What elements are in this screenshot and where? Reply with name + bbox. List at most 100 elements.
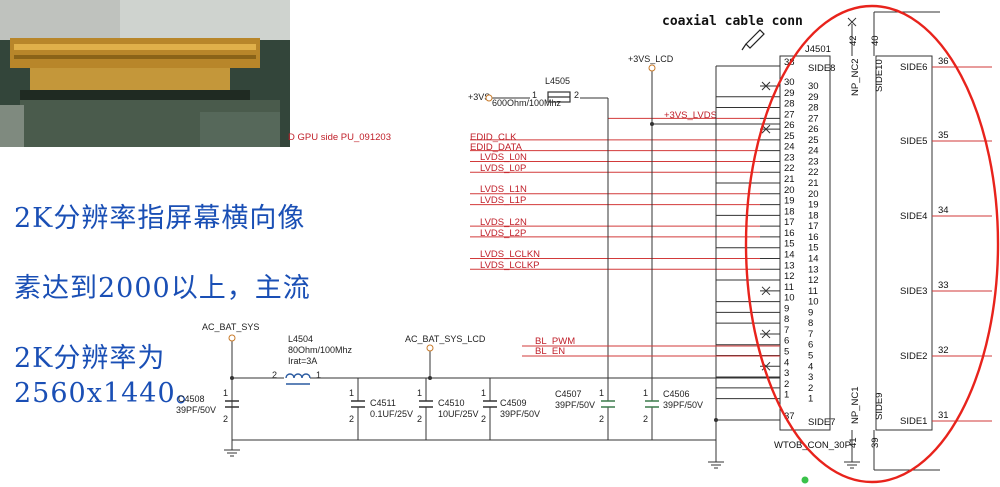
connector-pin-outer-num: 25 [784, 131, 795, 142]
connector-pin-num: 15 [808, 243, 819, 254]
connector-pin-outer-num: 28 [784, 99, 795, 110]
signal-lvds-l2n: LVDS_L2N [480, 217, 527, 228]
side-label: SIDE5 [900, 136, 927, 147]
connector-pin-num: 10 [808, 297, 819, 308]
power-3vs-lcd: +3VS_LCD [628, 54, 674, 64]
connector-pin-outer-num: 14 [784, 249, 795, 260]
np-nc2-num: 42 [848, 35, 859, 46]
connector-pin-num: 18 [808, 210, 819, 221]
connector-pin-num: 12 [808, 275, 819, 286]
connector-pin-num: 13 [808, 264, 819, 275]
connector-pin-num: 20 [808, 189, 819, 200]
signal-edid-clk: EDID_CLK [470, 132, 517, 143]
c4508-ref: C4508 [178, 394, 205, 404]
connector-vertical-stubs [851, 11, 940, 471]
c4508-value: 39PF/50V [176, 405, 216, 415]
no-connect-icon [761, 286, 771, 296]
capacitor-pin1: 1 [417, 388, 422, 398]
side9-label: SIDE9 [874, 393, 885, 420]
side9-num: 39 [870, 437, 881, 448]
signal-bl-en: BL_EN [535, 346, 565, 357]
c4510-ref: C4510 [438, 398, 465, 408]
signal-lvds-lclkp: LVDS_LCLKP [480, 260, 540, 271]
capacitor-pin1: 1 [481, 388, 486, 398]
connector-pin-num: 2 [808, 383, 813, 394]
side7-label: SIDE7 [808, 417, 835, 428]
connector-pin-num: 6 [808, 340, 813, 351]
l4505-pin1: 1 [532, 90, 537, 100]
side-label: SIDE6 [900, 62, 927, 73]
connector-pin-outer-num: 12 [784, 271, 795, 282]
side-num: 36 [938, 56, 949, 67]
c4510-value: 10UF/25V [438, 409, 479, 419]
connector-pin-outer-num: 9 [784, 303, 789, 314]
caption-line: 2K分辨率指屏幕横向像 [14, 203, 306, 234]
connector-pin-outer-num: 4 [784, 357, 789, 368]
connector-pin-num: 23 [808, 156, 819, 167]
connector-pin-outer-num: 7 [784, 325, 789, 336]
connector-pin-num: 9 [808, 307, 813, 318]
l4505-inductor-icon [547, 91, 571, 103]
power-3vs: +3VS [468, 92, 490, 102]
capacitor-pin1: 1 [599, 388, 604, 398]
connector-pin-outer-num: 2 [784, 379, 789, 390]
connector-pin-num: 26 [808, 124, 819, 135]
connector-pin-num: 7 [808, 329, 813, 340]
signal-lvds-l0n: LVDS_L0N [480, 152, 527, 163]
connector-photo-art [0, 0, 290, 147]
side-label: SIDE3 [900, 286, 927, 297]
ground-symbols [224, 449, 860, 469]
l4504-value: 80Ohm/100Mhz [288, 345, 353, 355]
capacitor-pin1: 1 [643, 388, 648, 398]
connector-pin-outer-num: 29 [784, 88, 795, 99]
np-nc1-num: 41 [848, 437, 859, 448]
connector-pin-num: 8 [808, 318, 813, 329]
connector-pin-outer-num: 16 [784, 228, 795, 239]
connector-pin-outer-num: 6 [784, 336, 789, 347]
signal-3vs-lvds: +3VS_LVDS [664, 110, 717, 121]
connector-pin-outer-num: 15 [784, 239, 795, 250]
l4504-pin1: 1 [316, 370, 321, 380]
l4505-pin2: 2 [574, 90, 579, 100]
highlight-ellipse [744, 4, 1000, 484]
nc-marker-icon [847, 17, 857, 27]
signal-lvds-lclkn: LVDS_LCLKN [480, 249, 540, 260]
connector-pin-outer-num: 30 [784, 77, 795, 88]
connector-pin-outer-num: 22 [784, 163, 795, 174]
connector-pin-num: 1 [808, 394, 813, 405]
caption-text: 2K分辨率指屏幕横向像 素达到2000以上，主流 2K分辨率为2560x1440… [14, 166, 354, 446]
no-connect-icon [761, 81, 771, 91]
connector-pin-outer-num: 18 [784, 206, 795, 217]
connector-pin-num: 4 [808, 361, 813, 372]
np-nc1-label: NP_NC1 [850, 387, 861, 425]
caption-line: 素达到2000以上，主流 [14, 273, 311, 304]
side8-label: SIDE8 [808, 63, 835, 74]
c4509-ref: C4509 [500, 398, 527, 408]
connector-pin-num: 14 [808, 253, 819, 264]
side-label: SIDE4 [900, 211, 927, 222]
capacitor-pin2: 2 [417, 414, 422, 424]
c4507-value: 39PF/50V [555, 400, 595, 410]
capacitor-pin2: 2 [481, 414, 486, 424]
connector-pin-num: 21 [808, 178, 819, 189]
connector-pin-outer-num: 19 [784, 196, 795, 207]
signal-bl-pwm: BL_PWM [535, 336, 575, 347]
connector-pin-outer-num: 20 [784, 185, 795, 196]
connector-pin-outer-num: 8 [784, 314, 789, 325]
no-connect-icon [761, 329, 771, 339]
side-label: SIDE2 [900, 351, 927, 362]
power-wiring [231, 65, 780, 462]
signal-lvds-l1p: LVDS_L1P [480, 195, 526, 206]
connector-pin-num: 29 [808, 92, 819, 103]
connector-right-sides: SIDE636SIDE535SIDE434SIDE333SIDE232SIDE1… [900, 56, 992, 427]
pen-cursor-icon [741, 29, 765, 51]
c4506-value: 39PF/50V [663, 400, 703, 410]
signal-lvds-l2p: LVDS_L2P [480, 228, 526, 239]
connector-part: WTOB_CON_30P [774, 440, 851, 451]
connector-pin-num: 30 [808, 81, 819, 92]
connector-pin-num: 24 [808, 146, 819, 157]
connector-pin-outer-num: 1 [784, 390, 789, 401]
connector-ref: J4501 [805, 44, 831, 55]
